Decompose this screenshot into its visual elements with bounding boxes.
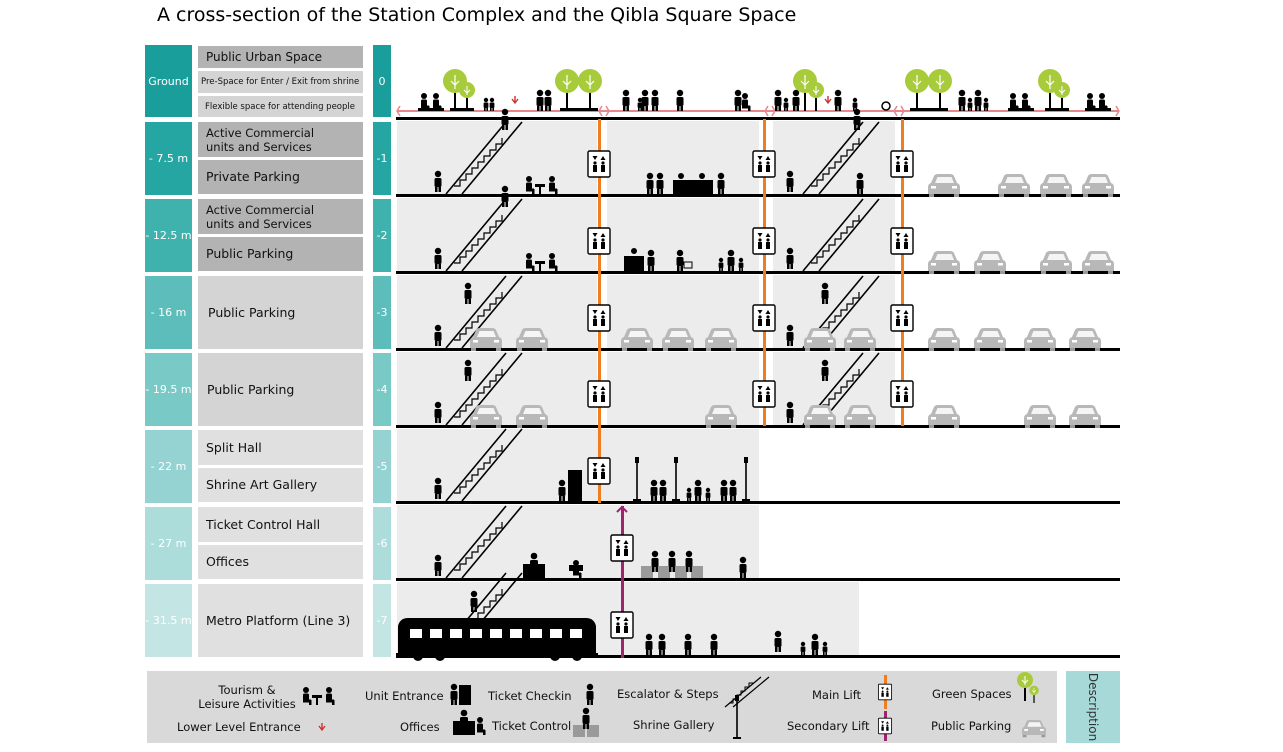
unit-entrance-icon	[450, 683, 471, 705]
legend-unit-entrance-label: Unit Entrance	[365, 689, 444, 703]
function-label: Private Parking	[198, 160, 363, 194]
level-number: -1	[373, 122, 391, 195]
function-label: Metro Platform (Line 3)	[198, 584, 363, 657]
public-parking-icon	[1022, 720, 1046, 738]
diagram-title: A cross-section of the Station Complex a…	[157, 4, 797, 26]
function-label: Flexible space for attending people	[198, 96, 363, 117]
legend-shrine-gallery-label: Shrine Gallery	[633, 718, 715, 732]
green-spaces-icon	[1016, 671, 1040, 704]
secondary-lift-icon	[877, 711, 893, 741]
function-label: Public Parking	[198, 237, 363, 271]
legend-main-lift-label: Main Lift	[812, 688, 862, 702]
depth-label: - 22 m	[145, 430, 192, 503]
level-number: -5	[373, 430, 391, 503]
ground-surface-line	[396, 96, 1120, 117]
level-number: -4	[373, 353, 391, 426]
legend-escalator-label: Escalator & Steps	[617, 687, 719, 701]
function-label: Active Commercial units and Services	[198, 199, 363, 234]
function-label: Public Urban Space	[198, 46, 363, 68]
ticket-checkin-icon	[586, 683, 594, 705]
depth-label: Ground	[145, 45, 192, 117]
metro-train	[396, 618, 598, 661]
level-number: -2	[373, 199, 391, 272]
legend-ticket-checkin-label: Ticket Checkin	[488, 689, 572, 703]
main-lift-shaft	[587, 119, 914, 503]
function-label: Offices	[198, 545, 363, 579]
legend-public-parking-label: Public Parking	[931, 719, 1012, 733]
legend-offices-label: Offices	[400, 720, 440, 734]
legend-ticket-control-label: Ticket Control	[492, 719, 572, 733]
function-label: Shrine Art Gallery	[198, 468, 363, 502]
level-5-content	[558, 457, 750, 501]
legend-icons	[147, 671, 1046, 741]
lower-entrance-icon	[318, 723, 326, 732]
offices-icon	[453, 709, 486, 735]
escalator-icon	[724, 676, 770, 708]
level-number: -7	[373, 584, 391, 657]
depth-label: - 12.5 m	[145, 199, 192, 272]
function-label: Split Hall	[198, 430, 363, 465]
function-label: Active Commercial units and Services	[198, 122, 363, 157]
level-number: -6	[373, 507, 391, 580]
legend-panel: Tourism & Leisure Activities Unit Entran…	[147, 671, 1057, 743]
function-label: Public Parking	[198, 276, 363, 349]
depth-label: - 19.5 m	[145, 353, 192, 426]
level-number: -3	[373, 276, 391, 349]
description-tab[interactable]: Description	[1066, 671, 1120, 743]
depth-label: - 27 m	[145, 507, 192, 580]
legend-lower-entrance-label: Lower Level Entrance	[177, 720, 301, 734]
main-lift-icon	[877, 675, 893, 709]
ticket-control-icon	[573, 707, 599, 737]
function-label: Public Parking	[198, 353, 363, 426]
legend-green-spaces-label: Green Spaces	[932, 687, 1012, 701]
function-label: Ticket Control Hall	[198, 507, 363, 542]
secondary-lift-shaft	[610, 505, 634, 658]
level-2-content	[526, 248, 1114, 274]
description-label: Description	[1086, 672, 1100, 742]
depth-label: - 16 m	[145, 276, 192, 349]
function-label: Pre-Space for Enter / Exit from shrine	[198, 71, 363, 93]
legend-secondary-lift-label: Secondary Lift	[787, 719, 870, 733]
depth-label: - 7.5 m	[145, 122, 192, 195]
floor-slab	[396, 117, 1120, 658]
level-1-content	[526, 172, 1114, 197]
ground-activities	[418, 68, 1111, 112]
level-number: 0	[373, 45, 391, 117]
level-6-content	[523, 550, 747, 578]
tourism-icon	[303, 687, 335, 705]
legend-tourism-label: Tourism & Leisure Activities	[198, 683, 296, 711]
depth-label: - 31.5 m	[145, 584, 192, 657]
